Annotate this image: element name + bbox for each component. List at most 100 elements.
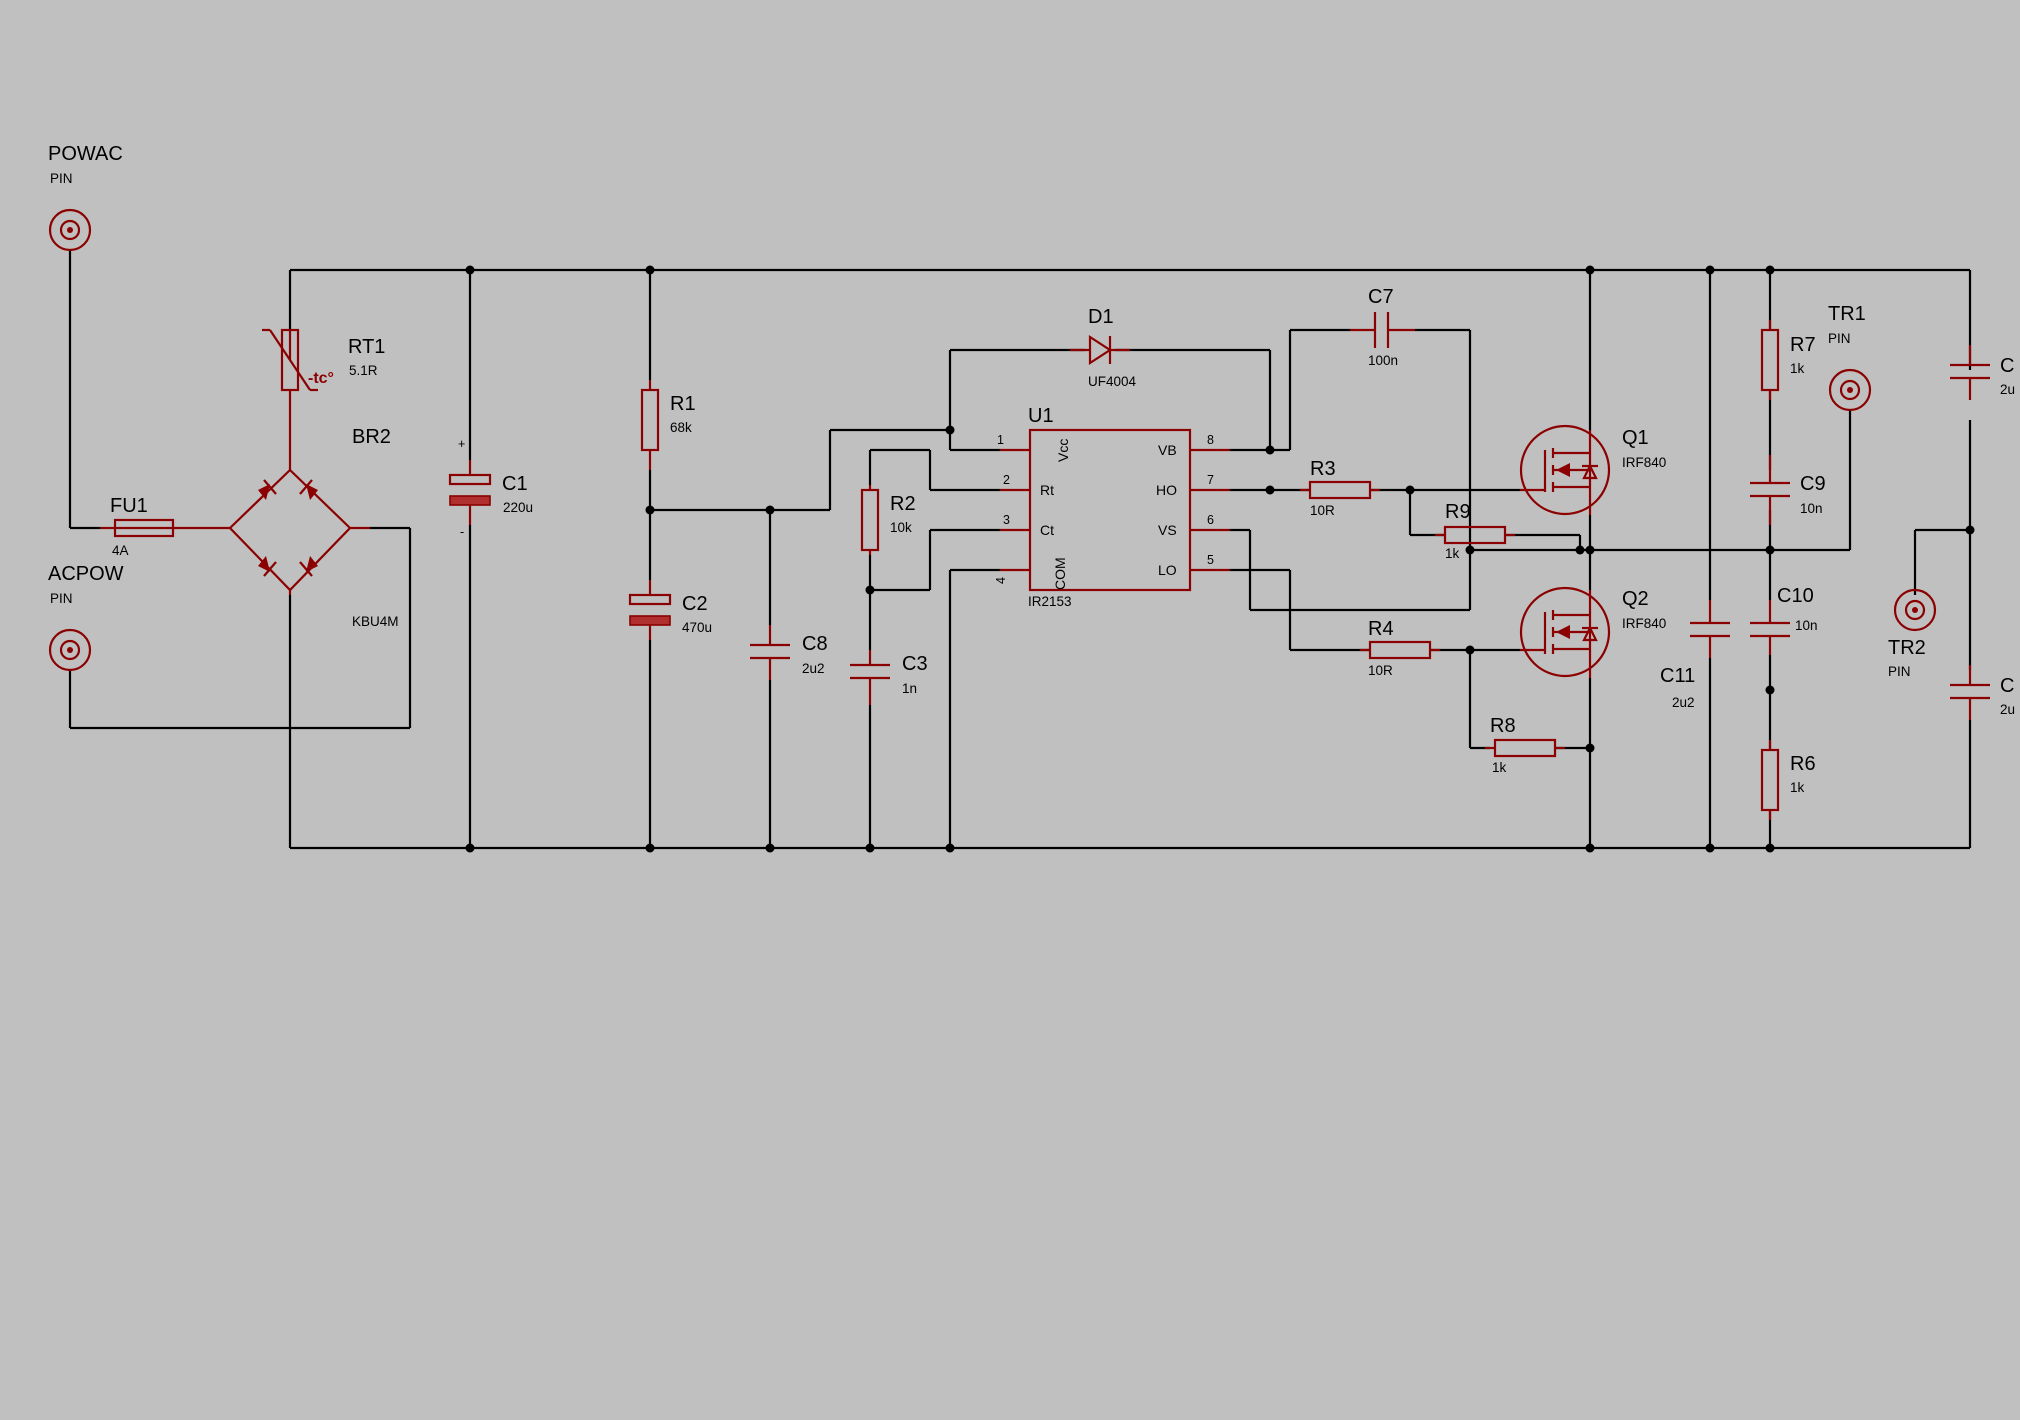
r7-ref: R7 [1790, 334, 1816, 356]
acpow-value: PIN [50, 591, 73, 606]
mosfet-q2: Q2 IRF840 [1519, 586, 1666, 678]
u1-pin5-name: LO [1158, 562, 1177, 578]
tr2-connector: TR2 PIN [1888, 588, 1937, 679]
c7-ref: C7 [1368, 286, 1394, 308]
junction-dots [465, 265, 1975, 853]
q2-ref: Q2 [1622, 588, 1649, 610]
c-top-value: 2u [2000, 382, 2015, 397]
r1-ref: R1 [670, 393, 696, 415]
u1-pin6-name: VS [1158, 522, 1177, 538]
r1-value: 68k [670, 420, 692, 435]
resistor-r7: R7 1k [1760, 320, 1816, 400]
c1-minus: - [460, 525, 464, 539]
r2-ref: R2 [890, 493, 916, 515]
resistor-r6: R6 1k [1760, 740, 1816, 820]
d1-value: UF4004 [1088, 374, 1137, 389]
capacitor-c-bottom: C 2u [1950, 665, 2015, 720]
u1-ref: U1 [1028, 405, 1054, 427]
tr1-ref: TR1 [1828, 303, 1866, 325]
resistor-r1: R1 68k [640, 380, 696, 470]
powac-connector: POWAC PIN [48, 143, 123, 252]
r3-ref: R3 [1310, 458, 1336, 480]
u1-pin1-name: Vcc [1055, 439, 1071, 462]
tr1-connector: TR1 PIN [1828, 303, 1872, 412]
u1-pin3-num: 3 [1003, 513, 1010, 527]
wires [68, 250, 1972, 850]
u1-pin7-num: 7 [1207, 473, 1214, 487]
c9-value: 10n [1800, 501, 1823, 516]
capacitor-c9: C9 10n [1750, 455, 1826, 525]
capacitor-c11: C11 2u2 [1660, 600, 1730, 710]
r8-value: 1k [1492, 760, 1507, 775]
fu1-value: 4A [112, 543, 129, 558]
acpow-connector: ACPOW PIN [48, 563, 124, 672]
u1-pin8-num: 8 [1207, 433, 1214, 447]
c9-ref: C9 [1800, 473, 1826, 495]
d1-ref: D1 [1088, 306, 1114, 328]
q2-value: IRF840 [1622, 616, 1666, 631]
u1-pin2-num: 2 [1003, 473, 1010, 487]
resistor-r4: R4 10R [1360, 618, 1440, 678]
c-bottom-value: 2u [2000, 702, 2015, 717]
resistor-r9: R9 1k [1435, 501, 1515, 561]
c8-ref: C8 [802, 633, 828, 655]
acpow-ref: ACPOW [48, 563, 124, 585]
r4-ref: R4 [1368, 618, 1394, 640]
rt1-value: 5.1R [349, 363, 378, 378]
c3-value: 1n [902, 681, 917, 696]
u1-pin4-num: 4 [994, 577, 1008, 584]
u1-pin8-name: VB [1158, 442, 1177, 458]
c8-value: 2u2 [802, 661, 825, 676]
r3-value: 10R [1310, 503, 1335, 518]
mosfet-q1: Q1 IRF840 [1519, 424, 1666, 516]
c1-ref: C1 [502, 473, 528, 495]
q1-ref: Q1 [1622, 427, 1649, 449]
thermistor-rt1: -tc° RT1 5.1R [262, 328, 385, 470]
capacitor-c7: C7 100n [1350, 286, 1415, 368]
c2-value: 470u [682, 620, 712, 635]
capacitor-c3: C3 1n [850, 650, 928, 705]
u1-pin3-name: Ct [1040, 522, 1054, 538]
r6-value: 1k [1790, 780, 1805, 795]
c-bottom-ref: C [2000, 675, 2014, 697]
u1-pin6-num: 6 [1207, 513, 1214, 527]
r4-value: 10R [1368, 663, 1393, 678]
r8-ref: R8 [1490, 715, 1516, 737]
resistor-r3: R3 10R [1300, 458, 1380, 518]
fu1-ref: FU1 [110, 495, 148, 517]
r7-value: 1k [1790, 361, 1805, 376]
resistor-r8: R8 1k [1485, 715, 1565, 775]
capacitor-c10: C10 10n [1750, 585, 1818, 655]
capacitor-c2: C2 470u [628, 580, 712, 640]
rt1-tc: -tc° [308, 370, 334, 387]
c11-value: 2u2 [1672, 695, 1695, 710]
ic-u1: U1 IR2153 1 Vcc 2 Rt 3 Ct 4 COM 8 VB 7 H… [994, 405, 1230, 609]
diode-d1: D1 UF4004 [1070, 306, 1137, 389]
c11-ref: C11 [1660, 665, 1695, 687]
u1-value: IR2153 [1028, 594, 1072, 609]
powac-ref: POWAC [48, 143, 123, 165]
c10-ref: C10 [1777, 585, 1814, 607]
c1-plus: + [458, 437, 465, 451]
rt1-ref: RT1 [348, 336, 385, 358]
u1-pin1-num: 1 [997, 433, 1004, 447]
u1-pin5-num: 5 [1207, 553, 1214, 567]
u1-pin7-name: HO [1156, 482, 1177, 498]
capacitor-c-top: C 2u [1950, 345, 2015, 400]
q1-value: IRF840 [1622, 455, 1666, 470]
capacitor-c1: + - C1 220u [448, 437, 533, 539]
c1-value: 220u [503, 500, 533, 515]
tr2-value: PIN [1888, 664, 1911, 679]
u1-pin4-name: COM [1052, 557, 1068, 590]
c3-ref: C3 [902, 653, 928, 675]
resistor-r2: R2 10k [860, 485, 916, 555]
c2-ref: C2 [682, 593, 708, 615]
capacitor-c8: C8 2u2 [750, 625, 828, 680]
c-top-ref: C [2000, 355, 2014, 377]
r6-ref: R6 [1790, 753, 1816, 775]
br2-ref: BR2 [352, 426, 391, 448]
tr1-value: PIN [1828, 331, 1851, 346]
c10-value: 10n [1795, 618, 1818, 633]
bridge-br2: BR2 KBU4M [228, 426, 399, 629]
